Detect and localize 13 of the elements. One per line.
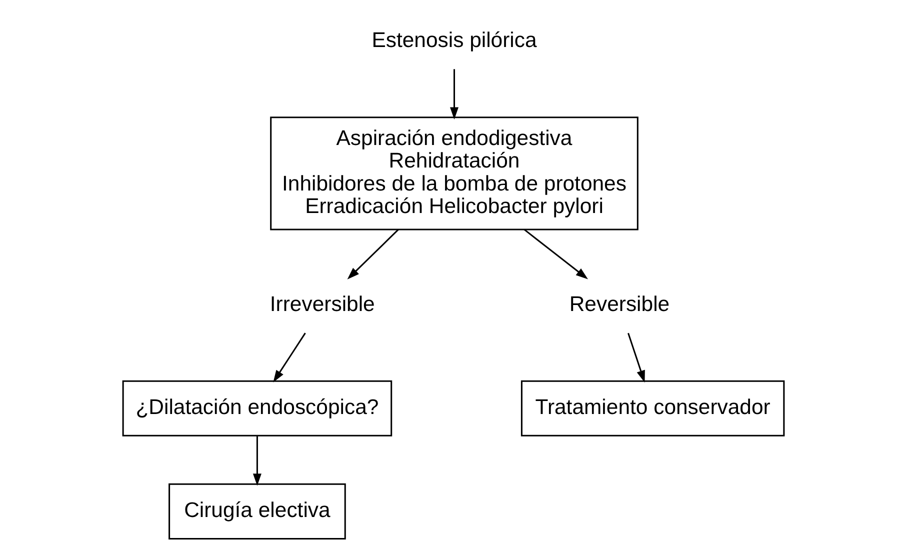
- node-text: Estenosis pilórica: [371, 29, 536, 52]
- arrow: [346, 229, 398, 280]
- node-box: Cirugía electiva: [168, 483, 346, 540]
- node-box: Aspiración endodigestiva Rehidratación Inhibidores de la bomba de protones Erradicación Helicobacter pylori: [270, 116, 638, 230]
- arrow: [272, 332, 306, 382]
- arrow: [450, 69, 458, 120]
- arrow: [627, 332, 644, 383]
- node-box: Tratamiento conservador: [520, 380, 784, 436]
- node-text: Reversible: [568, 292, 670, 316]
- arrow: [523, 228, 588, 280]
- arrow: [252, 436, 261, 486]
- node-box: ¿Dilatación endoscópica?: [122, 380, 392, 436]
- node-text: Irreversible: [269, 292, 374, 316]
